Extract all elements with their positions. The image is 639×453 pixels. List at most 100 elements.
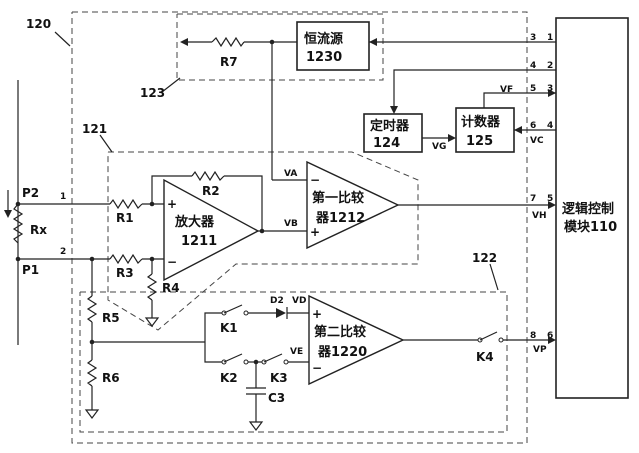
pin-6-b: 6 (547, 331, 553, 341)
wire-k2-branch (204, 342, 222, 363)
pin-6-a: 6 (530, 121, 536, 131)
leader-122 (489, 263, 499, 291)
resistor-r2 (191, 170, 225, 182)
module-121-boundary (107, 151, 419, 331)
label-k4: K4 (476, 350, 494, 364)
arrow-vp (548, 336, 556, 344)
constant-current-id: 1230 (306, 50, 342, 65)
wire-k1-branch (204, 312, 222, 342)
k1-contact-b (243, 310, 249, 316)
comparator-1212 (306, 160, 400, 250)
pin-8-a: 8 (530, 331, 536, 341)
counter-name: 计数器 (461, 114, 501, 130)
timer-id: 124 (373, 136, 400, 151)
k2-contact-b (243, 359, 249, 365)
resistor-rx (12, 203, 24, 244)
label-122: 122 (472, 251, 497, 265)
k3-blade[interactable] (263, 353, 283, 363)
timer-block (363, 113, 423, 153)
k4-blade[interactable] (479, 331, 498, 341)
constant-current-name: 恒流源 (304, 31, 343, 47)
label-r6: R6 (102, 371, 120, 385)
resistor-r6 (86, 359, 98, 387)
label-c3: C3 (268, 391, 285, 405)
comparator-1220 (308, 294, 405, 386)
wire-timer-ctrl (393, 69, 556, 108)
arrow-r7-left (180, 38, 188, 46)
comp2-id: 器1220 (317, 345, 367, 360)
leader-120 (54, 31, 71, 47)
comp2-name: 第二比较 (314, 324, 366, 340)
pin-7-a: 7 (530, 194, 536, 204)
label-va: VA (284, 169, 297, 179)
pin-4-b: 4 (547, 121, 553, 131)
label-vb: VB (284, 219, 298, 229)
arrow-vc (514, 126, 522, 134)
comp2-minus: − (312, 361, 322, 375)
resistor-r7 (211, 36, 245, 48)
counter-id: 125 (466, 134, 493, 149)
pin-2-a: 2 (547, 61, 553, 71)
logic-control-id: 模块110 (564, 219, 617, 235)
module-122-boundary (79, 291, 508, 433)
label-vg: VG (432, 142, 446, 152)
label-vf: VF (500, 85, 513, 95)
label-120: 120 (26, 17, 51, 31)
wire-r2-right (224, 175, 263, 231)
label-vp: VP (533, 345, 547, 355)
pin-3-a: 3 (530, 33, 536, 43)
leader-121 (99, 134, 113, 153)
label-r4: R4 (162, 281, 180, 295)
pin-2-p1: 2 (60, 247, 66, 257)
pin-1-p2: 1 (60, 192, 66, 202)
resistor-r5 (86, 295, 98, 323)
k1-blade[interactable] (223, 304, 243, 314)
amp-minus: − (167, 255, 177, 269)
pin-3-b: 3 (547, 84, 553, 94)
comp1-plus: + (310, 225, 320, 239)
amplifier-1211 (163, 178, 260, 282)
label-r2: R2 (202, 184, 220, 198)
label-r1: R1 (116, 211, 134, 225)
label-p2: P2 (22, 186, 39, 200)
label-vd: VD (292, 296, 306, 306)
logic-control-module (555, 17, 629, 399)
constant-current-source (296, 21, 370, 71)
arrow-vh (548, 201, 556, 209)
label-k2: K2 (220, 371, 238, 385)
arrow-into-timer (390, 106, 398, 114)
arrow-into-current-source (369, 38, 377, 46)
ground-c3 (248, 421, 264, 431)
k4-contact-b (498, 337, 504, 343)
ground-r6 (84, 409, 100, 419)
module-123-boundary (176, 13, 384, 81)
label-rx: Rx (30, 223, 47, 237)
amp-name: 放大器 (174, 214, 215, 230)
k2-blade[interactable] (223, 353, 243, 363)
label-r7: R7 (220, 55, 238, 69)
node-amp-out (259, 228, 265, 234)
counter-block (455, 107, 515, 153)
wire-vf (483, 92, 556, 108)
arrow-vf (548, 89, 556, 97)
resistor-r4 (146, 273, 158, 301)
comp1-name: 第一比较 (312, 190, 364, 206)
ground-r4 (144, 317, 160, 327)
pin-5-a: 5 (530, 84, 536, 94)
amp-plus: + (167, 197, 177, 211)
label-p1: P1 (22, 263, 39, 277)
label-r3: R3 (116, 266, 134, 280)
arrow-into-counter (448, 134, 456, 142)
timer-name: 定时器 (369, 118, 410, 134)
pin-5-b: 5 (547, 194, 553, 204)
comp2-plus: + (312, 307, 322, 321)
comp1-id: 器1212 (315, 211, 365, 226)
module-120-boundary (71, 11, 528, 444)
label-k1: K1 (220, 321, 238, 335)
leader-123 (161, 77, 181, 93)
label-123: 123 (140, 86, 165, 100)
label-121: 121 (82, 122, 107, 136)
resistor-r1 (109, 198, 143, 210)
wire-r2-left (151, 175, 192, 204)
label-ve: VE (290, 347, 303, 357)
